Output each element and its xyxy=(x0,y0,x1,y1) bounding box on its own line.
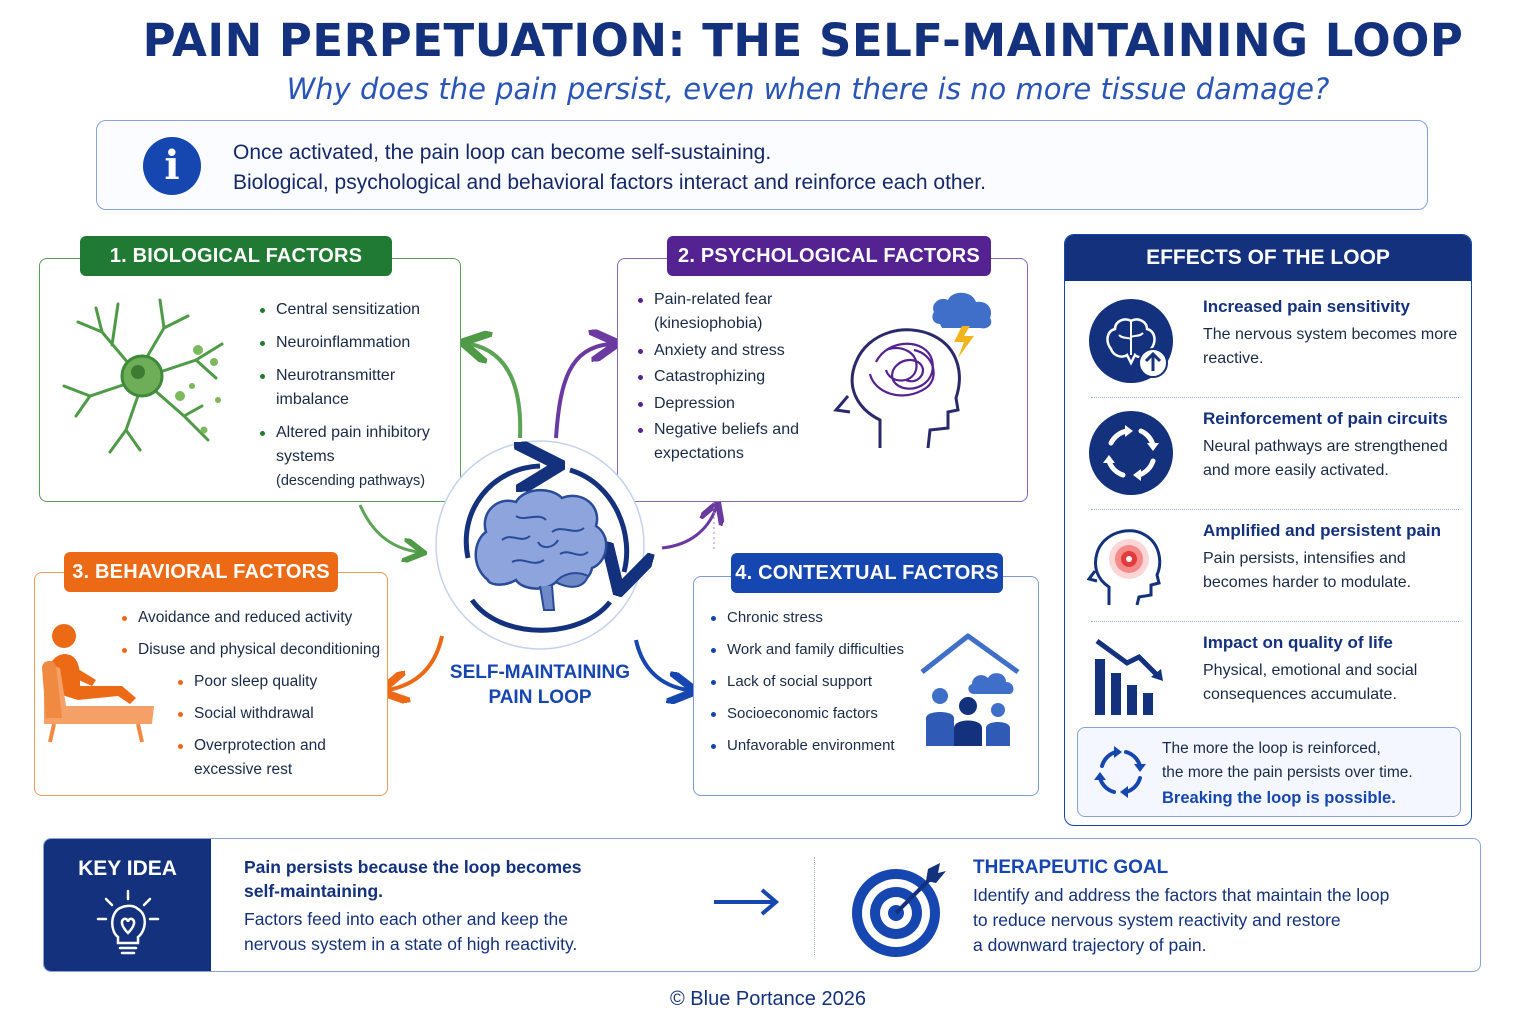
list-item: Social withdrawal xyxy=(176,702,386,726)
goal-line-1: Identify and address the factors that ma… xyxy=(973,885,1390,905)
person-armchair-icon xyxy=(42,624,154,743)
effects-note: The more the loop is reinforced, the mor… xyxy=(1077,727,1461,817)
info-line-1: Once activated, the pain loop can become… xyxy=(233,141,772,164)
goal-line-3: a downward trajectory of pain. xyxy=(973,935,1207,955)
list-item: Catastrophizing xyxy=(636,365,836,389)
list-item: Pain-related fear (kinesiophobia) xyxy=(636,288,836,336)
head-storm-icon xyxy=(833,292,992,449)
list-item: Central sensitization xyxy=(258,298,458,322)
lightbulb-icon xyxy=(96,889,160,955)
effect-item: Impact on quality of life Physical, emot… xyxy=(1065,633,1471,745)
note-line-3: Breaking the loop is possible. xyxy=(1162,789,1396,807)
arrow-psy-to-ctx xyxy=(661,508,716,550)
info-box: i Once activated, the pain loop can beco… xyxy=(96,120,1428,210)
effects-heading: EFFECTS OF THE LOOP xyxy=(1065,235,1471,281)
circular-arrows-icon xyxy=(1089,411,1173,495)
arrow-bio-to-loop xyxy=(358,504,418,552)
list-item: Work and family difficulties xyxy=(709,638,929,662)
contextual-heading: 4. CONTEXTUAL FACTORS xyxy=(731,553,1003,593)
list-item: Anxiety and stress xyxy=(636,339,836,363)
goal-title: THERAPEUTIC GOAL xyxy=(973,857,1169,878)
info-line-2: Biological, psychological and behavioral… xyxy=(233,171,986,194)
effect-item: Reinforcement of pain circuits Neural pa… xyxy=(1065,409,1471,521)
declining-chart-icon xyxy=(1095,638,1163,715)
family-house-icon xyxy=(920,633,1020,746)
effects-panel: EFFECTS OF THE LOOP Increased pain sensi… xyxy=(1064,234,1472,826)
divider xyxy=(814,857,815,955)
note-line-1: The more the loop is reinforced, xyxy=(1162,740,1381,757)
arrow-right-icon xyxy=(714,888,780,916)
cycle-icon xyxy=(1094,746,1146,798)
behavioral-list-top: Avoidance and reduced activity Disuse an… xyxy=(120,606,390,670)
info-icon: i xyxy=(143,137,201,195)
psychological-heading: 2. PSYCHOLOGICAL FACTORS xyxy=(667,236,991,276)
key-idea-line-2: self-maintaining. xyxy=(244,881,384,901)
footer-copyright: © Blue Portance 2026 xyxy=(670,988,866,1010)
arrow-to-contextual xyxy=(634,639,688,690)
effect-title: Impact on quality of life xyxy=(1203,633,1393,652)
brain-cycle-icon xyxy=(435,440,660,650)
biological-list: Central sensitization Neuroinflammation … xyxy=(258,298,458,493)
effect-text: Neural pathways are strengthened and mor… xyxy=(1203,438,1448,479)
list-item: Overprotection and excessive rest xyxy=(176,734,386,782)
arrow-to-biological xyxy=(470,344,523,439)
arrow-to-behavioral xyxy=(388,635,444,690)
behavioral-heading: 3. BEHAVIORAL FACTORS xyxy=(64,552,338,592)
biological-factors-box xyxy=(39,258,461,502)
biological-heading: 1. BIOLOGICAL FACTORS xyxy=(80,236,392,276)
neuron-icon xyxy=(62,298,224,454)
list-item: Poor sleep quality xyxy=(176,670,386,694)
effect-title: Reinforcement of pain circuits xyxy=(1203,409,1448,428)
list-item: Socioeconomic factors xyxy=(709,702,929,726)
behavioral-list-bottom: Poor sleep quality Social withdrawal Ove… xyxy=(176,670,386,789)
key-idea-line-3: Factors feed into each other and keep th… xyxy=(244,909,568,929)
key-idea-line-4: nervous system in a state of high reacti… xyxy=(244,934,578,954)
loop-label-line-2: PAIN LOOP xyxy=(488,687,592,708)
divider xyxy=(1091,509,1459,510)
divider xyxy=(1091,397,1459,398)
goal-line-2: to reduce nervous system reactivity and … xyxy=(973,910,1341,930)
target-icon xyxy=(852,863,946,957)
page-title: PAIN PERPETUATION: THE SELF-MAINTAINING … xyxy=(142,14,1464,67)
effect-text: The nervous system becomes more reactive… xyxy=(1203,326,1458,367)
psychological-list: Pain-related fear (kinesiophobia) Anxiet… xyxy=(636,288,836,469)
key-idea-title: KEY IDEA xyxy=(78,857,177,880)
effect-title: Increased pain sensitivity xyxy=(1203,297,1410,316)
brain-up-icon xyxy=(1089,299,1173,383)
list-item: Avoidance and reduced activity xyxy=(120,606,390,630)
contextual-list: Chronic stress Work and family difficult… xyxy=(709,606,929,766)
list-item: Negative beliefs and expectations xyxy=(636,418,836,466)
key-idea-panel: KEY IDEA xyxy=(44,839,211,971)
list-item-text: Altered pain inhibitory systems xyxy=(276,424,430,465)
effect-item: Increased pain sensitivity The nervous s… xyxy=(1065,297,1471,409)
list-item: Disuse and physical deconditioning xyxy=(120,638,390,662)
loop-label: SELF-MAINTAINING PAIN LOOP xyxy=(440,660,640,710)
list-item: Unfavorable environment xyxy=(709,734,929,758)
effect-item: Amplified and persistent pain Pain persi… xyxy=(1065,521,1471,633)
arrow-to-psychological xyxy=(554,344,610,439)
list-item: Depression xyxy=(636,392,836,416)
note-line-2: the more the pain persists over time. xyxy=(1162,764,1413,781)
head-target-icon xyxy=(1087,529,1162,606)
key-idea-line-1: Pain persists because the loop becomes xyxy=(244,857,582,877)
list-item: Altered pain inhibitory systems (descendi… xyxy=(258,421,458,493)
list-item: Chronic stress xyxy=(709,606,929,630)
list-item: Neuroinflammation xyxy=(258,331,458,355)
list-item-note: (descending pathways) xyxy=(276,473,426,489)
divider xyxy=(1091,621,1459,622)
key-idea-bar: KEY IDEA Pain persists because the loop … xyxy=(43,838,1481,972)
loop-label-line-1: SELF-MAINTAINING xyxy=(449,662,631,683)
effect-title: Amplified and persistent pain xyxy=(1203,521,1442,540)
effect-text: Physical, emotional and social consequen… xyxy=(1203,662,1418,703)
list-item: Neurotransmitter imbalance xyxy=(258,364,458,412)
effect-text: Pain persists, intensifies and becomes h… xyxy=(1203,550,1412,591)
list-item: Lack of social support xyxy=(709,670,929,694)
page-subtitle: Why does the pain persist, even when the… xyxy=(286,72,1330,106)
